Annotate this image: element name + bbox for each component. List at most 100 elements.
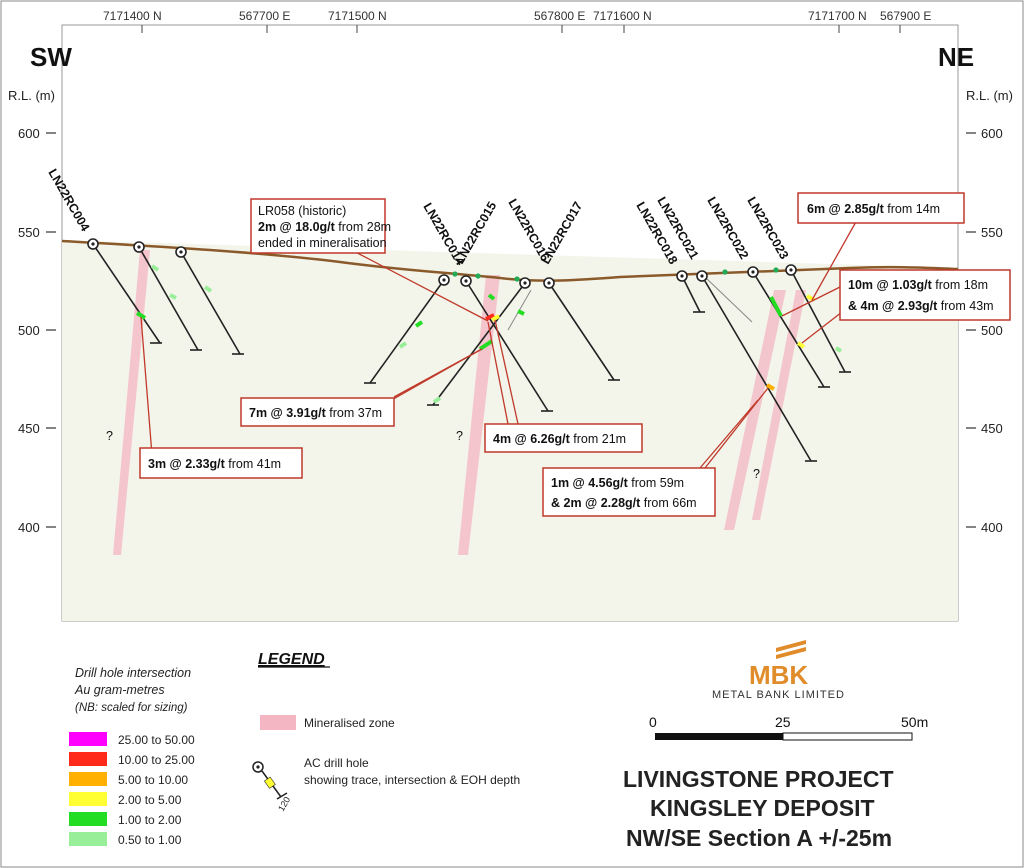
rl-tick-label: 400 [981, 520, 1003, 535]
drill-trace [701, 275, 812, 462]
logo-mark: MBK [749, 660, 808, 690]
company-logo: MBK METAL BANK LIMITED [712, 640, 845, 701]
callout-line: from 18m [932, 278, 988, 292]
callout: 6m @ 2.85g/t from 14m [797, 192, 965, 224]
mineralised-zone [724, 290, 786, 530]
callout: 3m @ 2.33g/t from 41m [139, 447, 303, 479]
collar-icon [543, 277, 555, 289]
rl-tick-label: 450 [18, 421, 40, 436]
rl-ticks-left: 600 550 500 450 400 [18, 126, 56, 535]
svg-text:& 4m @ 2.93g/t from 43m: & 4m @ 2.93g/t from 43m [848, 299, 994, 313]
intersection [796, 341, 806, 349]
callout-line: 3m @ 2.33g/t [148, 457, 226, 471]
intersection [135, 311, 147, 320]
unknown-marker: ? [106, 429, 113, 443]
svg-text:6m @ 2.85g/t from 14m: 6m @ 2.85g/t from 14m [807, 202, 940, 216]
scale-label: 25 [775, 714, 791, 730]
legend-swatch-row: 0.50 to 1.00 [69, 832, 182, 847]
leader-lines [140, 219, 858, 469]
drill-trace [180, 251, 241, 355]
grid-label: 567800 E [534, 9, 585, 23]
intersection [432, 396, 442, 404]
legend-range: 10.00 to 25.00 [118, 753, 195, 767]
logo-company-name: METAL BANK LIMITED [712, 689, 845, 701]
callout-line: from 43m [937, 299, 993, 313]
intersection [150, 264, 160, 272]
callout-line: 2m @ 18.0g/t [258, 220, 336, 234]
color-swatch [69, 832, 107, 846]
topographic-surface [61, 239, 959, 282]
drill-trace [790, 269, 846, 373]
legend-swatch-row: 2.00 to 5.00 [69, 792, 182, 807]
drill-trace [752, 271, 825, 388]
rl-tick-label: 550 [18, 225, 40, 240]
legend-range: 25.00 to 50.00 [118, 733, 195, 747]
rl-tick-label: 600 [981, 126, 1003, 141]
callout-line: 7m @ 3.91g/t [249, 406, 327, 420]
intersection [478, 339, 494, 351]
intersection [203, 285, 213, 293]
color-swatch [69, 732, 107, 746]
legend-intersection-title: Au gram-metres [74, 683, 165, 697]
callout-line: from 28m [335, 220, 391, 234]
callout-line: 6m @ 2.85g/t [807, 202, 885, 216]
intersection [485, 313, 495, 321]
callout-line: LR058 (historic) [258, 204, 346, 218]
rl-tick-label: 450 [981, 421, 1003, 436]
svg-text:LR058 (historic): LR058 (historic) [258, 204, 346, 218]
svg-text:4m @ 6.26g/t from 21m: 4m @ 6.26g/t from 21m [493, 432, 626, 446]
mineralised-zone [752, 290, 806, 520]
svg-text:1m @ 4.56g/t from 59m: 1m @ 4.56g/t from 59m [551, 476, 684, 490]
drill-trace [681, 275, 701, 313]
mineralised-zone [113, 250, 150, 555]
intersection [398, 341, 408, 349]
title-line: KINGSLEY DEPOSIT [650, 795, 875, 821]
callout-line: 10m @ 1.03g/t [848, 278, 933, 292]
svg-text:ended in mineralisation: ended in mineralisation [258, 236, 387, 250]
legend-intersection-title: Drill hole intersection [75, 666, 191, 680]
legend-zone-label: Mineralised zone [304, 716, 395, 730]
svg-text:2m @ 18.0g/t from 28m: 2m @ 18.0g/t from 28m [258, 220, 391, 234]
collars [87, 238, 797, 289]
drill-trace [465, 280, 549, 412]
svg-text:3m @ 2.33g/t from 41m: 3m @ 2.33g/t from 41m [148, 457, 281, 471]
rl-axis-label-right: R.L. (m) [966, 88, 1013, 103]
collar-icon [696, 270, 708, 282]
legend-range: 1.00 to 2.00 [118, 813, 182, 827]
gram-metre-scale: 25.00 to 50.00 10.00 to 25.00 5.00 to 10… [69, 732, 195, 847]
intersection [766, 383, 775, 391]
callout: 10m @ 1.03g/t from 18m & 4m @ 2.93g/t fr… [839, 269, 1011, 321]
legend-swatch-row: 5.00 to 10.00 [69, 772, 188, 787]
unknown-marker: ? [456, 429, 463, 443]
callout-line: from 59m [628, 476, 684, 490]
callout-line: from 21m [570, 432, 626, 446]
legend-title: LEGEND [258, 651, 325, 668]
rl-tick-label: 400 [18, 520, 40, 535]
drill-trace [138, 246, 199, 351]
intersection [169, 293, 177, 300]
callout: 4m @ 6.26g/t from 21m [484, 423, 643, 453]
collar-icon [676, 270, 688, 282]
grid-label: 567900 E [880, 9, 931, 23]
intersection [414, 320, 424, 328]
intersection [487, 293, 496, 301]
collar-icon [438, 274, 450, 286]
scale-label: 0 [649, 714, 657, 730]
legend-swatch-row: 1.00 to 2.00 [69, 812, 182, 827]
grid-label: 567700 E [239, 9, 290, 23]
color-swatch [69, 752, 107, 766]
callout-line: ended in mineralisation [258, 236, 387, 250]
intersection [834, 346, 843, 353]
callout-line: 1m @ 4.56g/t [551, 476, 629, 490]
collar-icon [519, 277, 531, 289]
drill-trace [705, 277, 753, 323]
callout-line: from 41m [225, 457, 281, 471]
grid-label: 7171600 N [593, 9, 652, 23]
drill-trace [92, 243, 161, 344]
grid-label: 7171400 N [103, 9, 162, 23]
callout-line: & 4m @ 2.93g/t [848, 299, 938, 313]
callout: 1m @ 4.56g/t from 59m & 2m @ 2.28g/t fro… [542, 467, 716, 517]
svg-text:10m @ 1.03g/t from 18m: 10m @ 1.03g/t from 18m [848, 278, 988, 292]
